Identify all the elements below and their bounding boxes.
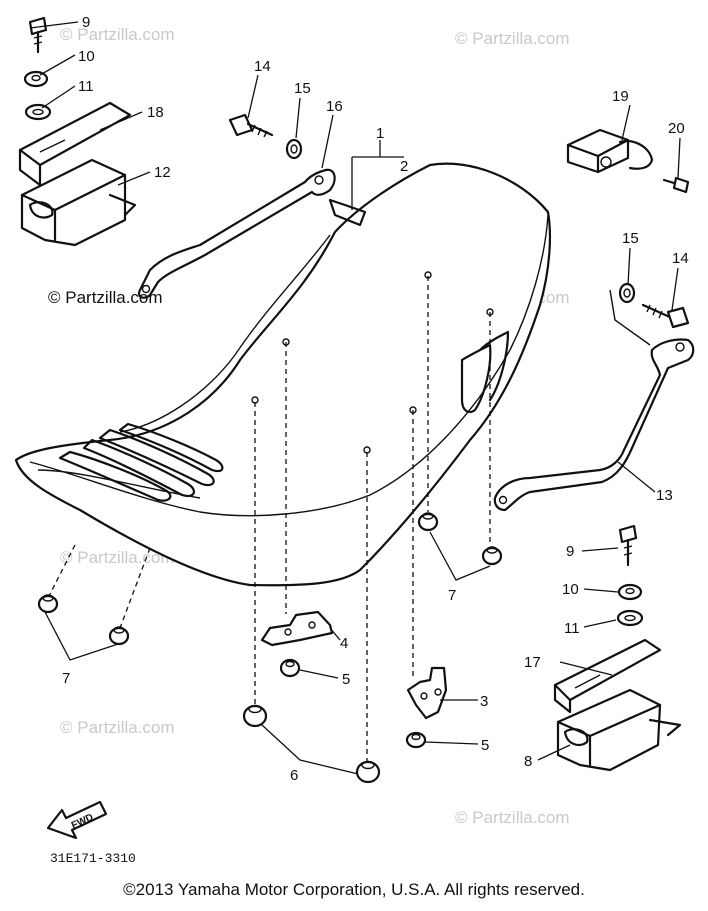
seat-lock (566, 128, 654, 174)
washer-11-bottom (616, 609, 644, 627)
seat-lock-bracket-left (18, 101, 137, 247)
leader-lines (29, 21, 681, 775)
callout-10-top: 10 (78, 48, 95, 65)
callout-4: 4 (340, 635, 348, 652)
washer-11-top (24, 103, 52, 121)
callout-1: 1 (376, 125, 384, 142)
callout-11-top: 11 (78, 78, 94, 95)
callout-9-top: 9 (82, 14, 90, 31)
nut-5-a (279, 658, 301, 678)
washer-10-bottom (617, 583, 643, 601)
damper-7-c (417, 512, 439, 532)
callout-9-bottom: 9 (566, 543, 574, 560)
screw-20 (662, 176, 690, 194)
nut-5-b (405, 731, 427, 749)
seat-stay-right (493, 338, 695, 512)
callout-18: 18 (147, 104, 164, 121)
callouts: 9 10 11 18 12 14 15 16 1 2 19 20 15 14 1… (62, 14, 689, 784)
mount-line-7c (47, 544, 76, 599)
bolt-14-left (228, 113, 274, 138)
callout-14-right: 14 (672, 250, 689, 267)
seat-lock-bracket-right (553, 638, 682, 772)
callout-19: 19 (612, 88, 629, 105)
forward-arrow: FWD (46, 800, 108, 840)
screw-9-top (28, 16, 48, 54)
watermark-lower-left: © Partzilla.com (60, 548, 175, 567)
callout-20: 20 (668, 120, 685, 137)
watermark-bottom-right: © Partzilla.com (455, 808, 570, 827)
damper-6-b (355, 760, 381, 784)
diagram-code: 31E171-3310 (50, 851, 136, 866)
callout-8: 8 (524, 753, 532, 770)
callout-13: 13 (656, 487, 673, 504)
callout-10-bottom: 10 (562, 581, 579, 598)
watermark-bottom-left: © Partzilla.com (60, 718, 175, 737)
bracket-4 (260, 610, 334, 647)
seat-assembly (14, 162, 552, 587)
bracket-3 (406, 666, 448, 720)
collar-15-right (618, 282, 636, 304)
callout-12: 12 (154, 164, 171, 181)
copyright-notice: ©2013 Yamaha Motor Corporation, U.S.A. A… (123, 880, 585, 899)
callout-6: 6 (290, 767, 298, 784)
screw-9-bottom (618, 524, 638, 567)
callout-2: 2 (400, 158, 408, 175)
callout-5-top: 5 (342, 671, 350, 688)
damper-7-b (108, 626, 130, 646)
callout-11-bottom: 11 (564, 620, 580, 637)
watermark-top-left: © Partzilla.com (60, 25, 175, 44)
callout-15-right: 15 (622, 230, 639, 247)
damper-7-d (481, 546, 503, 566)
collar-15-left (285, 138, 303, 160)
callout-3: 3 (480, 693, 488, 710)
watermark-mid-left: © Partzilla.com (48, 288, 163, 307)
washer-10-top (23, 70, 49, 88)
callout-7-left: 7 (62, 670, 70, 687)
callout-14-left: 14 (254, 58, 271, 75)
damper-7-a (37, 594, 59, 614)
callout-7-right: 7 (448, 587, 456, 604)
callout-17: 17 (524, 654, 541, 671)
seat-stay-left (137, 168, 336, 299)
bolt-14-right (609, 289, 690, 346)
callout-15-left: 15 (294, 80, 311, 97)
callout-16: 16 (326, 98, 343, 115)
watermark-top-right: © Partzilla.com (455, 29, 570, 48)
damper-6-a (242, 704, 268, 728)
callout-5-bottom: 5 (481, 737, 489, 754)
